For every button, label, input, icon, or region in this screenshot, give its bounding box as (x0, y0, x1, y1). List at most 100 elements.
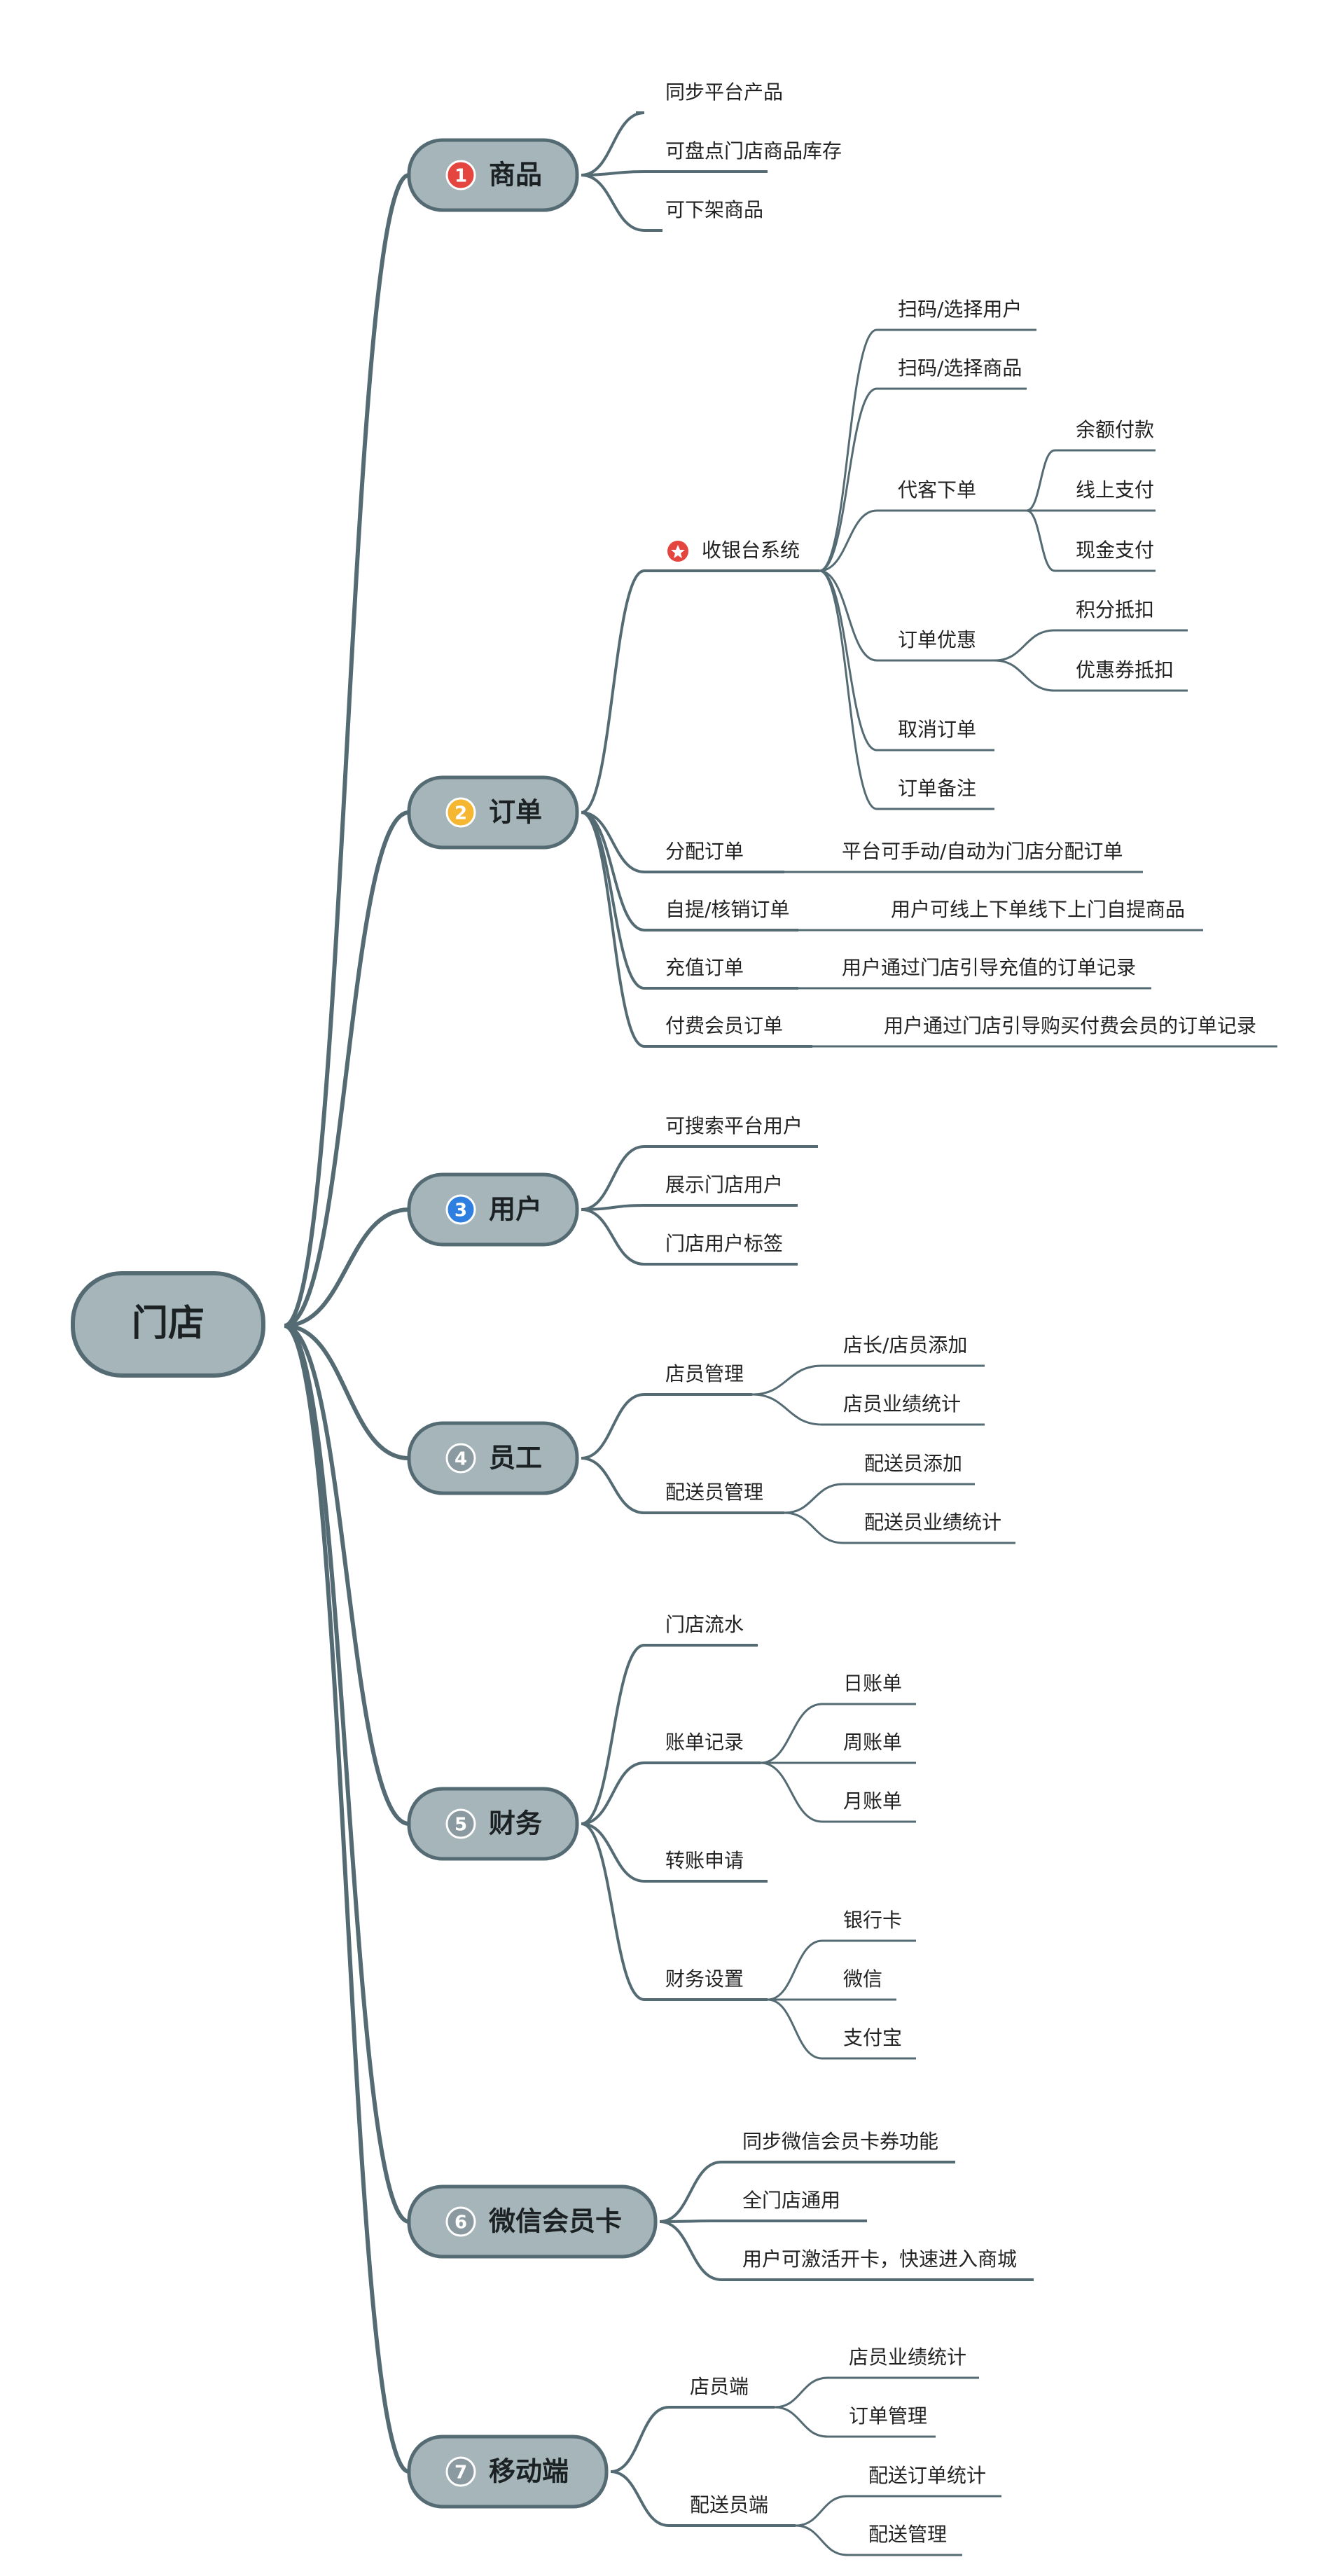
branch-label: 财务 (489, 1808, 542, 1839)
connector (784, 1511, 844, 1544)
node-label: 代客下单 (898, 478, 976, 501)
connector (581, 811, 645, 873)
node-label: 店员端 (690, 2375, 749, 2398)
connector (795, 2524, 848, 2556)
node-label: 周账单 (843, 1731, 902, 1754)
branch-node-shape (407, 775, 579, 850)
branch-node-shape (407, 1787, 579, 1861)
star-shape (671, 545, 685, 558)
connector (581, 1761, 645, 1825)
branch-label: 员工 (489, 1443, 542, 1474)
connector (581, 1822, 645, 1883)
node-label: 店长/店员添加 (843, 1334, 967, 1357)
node-label: 用户可激活开卡，快速进入商城 (742, 2248, 1017, 2271)
branch-number: 3 (455, 1200, 467, 1221)
star-icon (667, 541, 688, 562)
node-label: 配送员端 (690, 2493, 768, 2516)
node-label: 银行卡 (843, 1909, 902, 1932)
connector (581, 1457, 645, 1514)
branch-node-4[interactable]: 4 员工 (407, 1421, 579, 1495)
node-label: 扫码/选择商品 (898, 356, 1022, 380)
connector (581, 170, 645, 176)
node-label: 店员管理 (665, 1362, 744, 1385)
connector (581, 174, 645, 232)
branch-number: 5 (455, 1815, 467, 1836)
connector (784, 1483, 844, 1514)
connector (994, 629, 1055, 662)
branch-label: 用户 (489, 1194, 542, 1225)
node-label: 积分抵扣 (1076, 598, 1154, 621)
connector (819, 569, 877, 752)
number-badge-icon (445, 1808, 476, 1839)
connector (994, 659, 1055, 692)
connector (581, 811, 645, 932)
connector (774, 2406, 828, 2438)
number-badge-icon (445, 160, 476, 191)
node-label: 门店用户标签 (665, 1232, 783, 1255)
node-label: 线上支付 (1076, 478, 1154, 501)
node-label: 同步平台产品 (665, 81, 783, 104)
branch-node-shape (407, 1172, 579, 1247)
number-badge-icon (445, 2456, 476, 2487)
connector (581, 811, 645, 1048)
connector (819, 569, 877, 810)
node-label: 充值订单 (665, 956, 744, 979)
connector (767, 1998, 823, 2060)
node-label: 用户通过门店引导购买付费会员的订单记录 (884, 1014, 1256, 1037)
node-label: 门店流水 (665, 1613, 744, 1636)
node-label: 平台可手动/自动为门店分配订单 (842, 840, 1123, 863)
node-label: 配送管理 (868, 2523, 947, 2546)
node-label: 转账申请 (665, 1849, 744, 1872)
number-badge-icon (445, 1194, 476, 1225)
connector (751, 1393, 823, 1426)
branch-node-3[interactable]: 3 用户 (407, 1172, 579, 1247)
connector-lines (284, 111, 1277, 2556)
node-label: 同步微信会员卡券功能 (742, 2130, 938, 2153)
node-label: 现金支付 (1076, 539, 1154, 562)
node-label: 展示门店用户 (665, 1173, 783, 1196)
connector (581, 1208, 645, 1266)
connector (284, 810, 410, 1328)
connector (819, 328, 877, 572)
connector (581, 1822, 645, 2001)
root-node[interactable]: 门店 (71, 1271, 265, 1378)
node-label: 配送员添加 (864, 1452, 962, 1475)
connector (819, 387, 877, 572)
connector (581, 1145, 645, 1211)
connector (284, 1324, 410, 1460)
connector (819, 569, 877, 662)
branch-node-5[interactable]: 5 财务 (407, 1787, 579, 1861)
node-label: 财务设置 (665, 1967, 744, 1990)
connector (284, 1324, 410, 2224)
branch-node-shape (407, 2435, 609, 2509)
connector (767, 1939, 823, 2001)
connector (284, 173, 410, 1328)
connector (819, 509, 877, 572)
connector (284, 1324, 410, 1826)
branch-label: 商品 (489, 160, 542, 191)
node-label: 余额付款 (1076, 418, 1154, 441)
connector (1026, 509, 1055, 572)
connector (760, 1703, 823, 1764)
node-label: 取消订单 (898, 718, 976, 741)
node-label: 支付宝 (843, 2026, 902, 2049)
branch-label: 订单 (489, 797, 542, 828)
node-label: 店员业绩统计 (843, 1392, 961, 1415)
node-label: 订单管理 (849, 2404, 927, 2428)
node-label: 配送员业绩统计 (864, 1511, 1001, 1534)
connector (610, 2470, 670, 2527)
node-label: 全门店通用 (742, 2189, 840, 2212)
node-label: 收银台系统 (702, 539, 800, 562)
branch-number: 4 (455, 1449, 467, 1470)
branch-number: 6 (455, 2213, 467, 2234)
connector (659, 2220, 722, 2223)
branch-node-shape (407, 1421, 579, 1495)
connector (760, 1761, 823, 1823)
node-label: 月账单 (843, 1789, 902, 1813)
